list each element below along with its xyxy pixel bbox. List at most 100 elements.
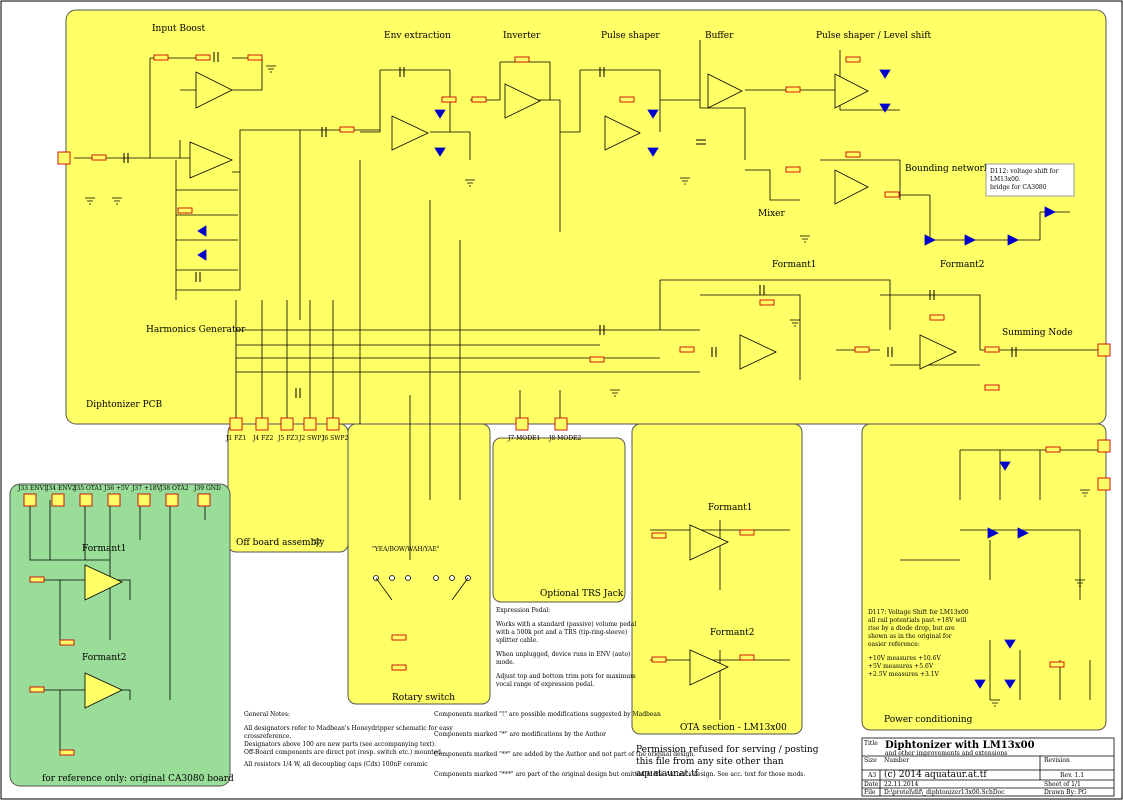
marker-note-3: Components marked "**" are added by the … — [434, 751, 695, 758]
conn-fz1: J1 FZ1 — [225, 435, 246, 442]
label-pcb: Diphtonizer PCB — [86, 400, 163, 410]
opamp-u5c — [834, 73, 869, 109]
expr-note-1: Expression Pedal: — [496, 607, 550, 614]
expr-note-2: Works with a standard (passive) volume p… — [496, 621, 636, 628]
power-note: D117: Voltage Shift for LM13x00 all rail… — [868, 609, 969, 678]
expr-note-7: Adjust top and bottom trim pots for maxi… — [495, 673, 636, 680]
opamp-u5a — [707, 73, 743, 109]
permission-line-2: this file from any site other than — [636, 757, 784, 767]
d112-note-line-1: D112: voltage shift for — [990, 168, 1059, 175]
rotary-switch-area — [347, 423, 491, 705]
label-mixer: Mixer — [758, 209, 785, 219]
label-buffer: Buffer — [705, 31, 734, 41]
size-label: Size — [864, 757, 877, 764]
opamp-u5d — [834, 169, 869, 205]
conn-swp2: J6 SWP2 — [321, 435, 348, 442]
ground-symbols — [85, 65, 1090, 707]
expression-notes: Expression Pedal: Works with a standard … — [495, 607, 636, 688]
power-note-4: shown as in the original for — [868, 633, 952, 640]
label-formant2: Formant2 — [940, 260, 985, 270]
diodes — [197, 69, 1056, 689]
number-label: Number — [884, 757, 909, 764]
expr-note-3: with a 500k pot and a TRS (tip-ring-slee… — [496, 629, 627, 636]
permission-line-3: aquataur.at.tf — [636, 769, 699, 779]
power-note-3: rise by a diode drop, but are — [868, 625, 955, 632]
sheet-value: Sheet of 1/1 — [1044, 781, 1081, 788]
trs-jack-area — [492, 437, 626, 603]
opamp-u1c — [391, 115, 429, 151]
title-block — [861, 737, 1115, 797]
power-note-8: +2.5V measures +3.1V — [868, 671, 940, 678]
number-value: (c) 2014 aquataur.at.tf — [884, 769, 987, 780]
title-label: Title — [864, 740, 878, 747]
general-note-4: Designators above 100 are new parts (see… — [244, 741, 436, 748]
expr-note-6: mode. — [496, 659, 515, 666]
conn-env2: J34 ENV2 — [45, 485, 76, 492]
opamp-u1a — [189, 141, 234, 179]
conn-swp1: J2 SWP1 — [298, 435, 325, 442]
marker-note-2: Components marked "*" are modifications … — [434, 731, 606, 738]
label-trs-jack: Optional TRS Jack — [540, 589, 624, 599]
label-ota-section: OTA section - LM13x00 — [680, 723, 787, 733]
conn-env1: J33 ENV1 — [17, 485, 48, 492]
ref-ota-u2 — [84, 672, 123, 709]
connector-pins — [23, 151, 1111, 507]
label-bounding-network: Bounding network — [905, 164, 990, 174]
power-area — [861, 423, 1107, 731]
power-note-7: +5V measures +5.6V — [868, 663, 934, 670]
label-inverter: Inverter — [503, 31, 541, 41]
label-offboard: Off board assembly — [236, 538, 325, 548]
marker-notes: Components marked "!" are possible modif… — [434, 711, 805, 778]
opamp-u1b — [195, 71, 233, 109]
label-formant1: Formant1 — [772, 260, 817, 270]
opamp-u1d — [504, 83, 541, 119]
rotary-switch-label: "YEA/BOW/WAH/YAE" — [372, 546, 440, 553]
marker-note-1: Components marked "!" are possible modif… — [434, 711, 661, 718]
conn-fz3: J5 FZ3 — [277, 435, 298, 442]
revision-label: Revision — [1044, 757, 1070, 764]
conn-ota1: J35 OTA1 — [73, 485, 103, 492]
conn-gnd: J39 GND — [193, 485, 221, 492]
power-note-6: +10V measures +10.6V — [868, 655, 941, 662]
size-value: A3 — [867, 772, 876, 779]
ref-ota-u1 — [84, 564, 123, 601]
reference-board-area — [9, 483, 231, 787]
title-text: Diphtonizer with LM13x00 — [885, 740, 1035, 751]
general-note-3: crossreference. — [244, 733, 291, 740]
power-note-5: easier reference: — [868, 641, 920, 648]
wiring — [29, 40, 1100, 750]
label-pulse-shaper: Pulse shaper — [601, 31, 660, 41]
drawn-by: Drawn By: PG — [1044, 789, 1087, 796]
label-ref-formant2: Formant2 — [82, 653, 127, 663]
label-power: Power conditioning — [884, 715, 973, 725]
opamp-u5b — [604, 115, 641, 151]
ota-u2c — [689, 649, 729, 686]
label-ref-formant1: Formant1 — [82, 544, 127, 554]
date-value: 22.11.2014 — [884, 781, 919, 788]
d112-note-box — [985, 163, 1075, 197]
date-label: Date — [864, 781, 879, 788]
permission-line-1: Permission refused for serving / posting — [636, 745, 819, 755]
general-note-6: All resistors 1/4 W, all decoupling caps… — [243, 761, 428, 768]
label-pulse-level-shift: Pulse shaper / Level shift — [816, 31, 932, 41]
revision-value: Rev. 1.1 — [1060, 772, 1084, 779]
rotary-switch-symbol — [373, 575, 471, 601]
conn-5v: J36 +5V — [103, 485, 130, 492]
label-reference-only: for reference only: original CA3080 boar… — [42, 774, 234, 784]
file-label: File — [864, 789, 876, 796]
label-input-boost: Input Boost — [152, 24, 205, 34]
opamp-u4b — [919, 334, 957, 370]
capacitors — [123, 52, 1017, 398]
pcb-area — [65, 9, 1107, 425]
conn-18v: J37 +18V — [131, 485, 162, 492]
opamp-u4a — [739, 334, 777, 370]
expr-note-8: vocal range of expression pedal. — [495, 681, 594, 688]
conn-mode1: J7 MODE1 — [507, 435, 540, 442]
conn-ota2: J38 OTA2 — [159, 485, 189, 492]
d112-note-line-3: bridge for CA3080 — [990, 184, 1047, 191]
ota-section-area — [631, 423, 803, 735]
general-notes: General Notes: All designators refer to … — [243, 711, 453, 768]
conn-mode2: J8 MODE2 — [548, 435, 581, 442]
expr-note-4: splitter cable. — [496, 637, 538, 644]
